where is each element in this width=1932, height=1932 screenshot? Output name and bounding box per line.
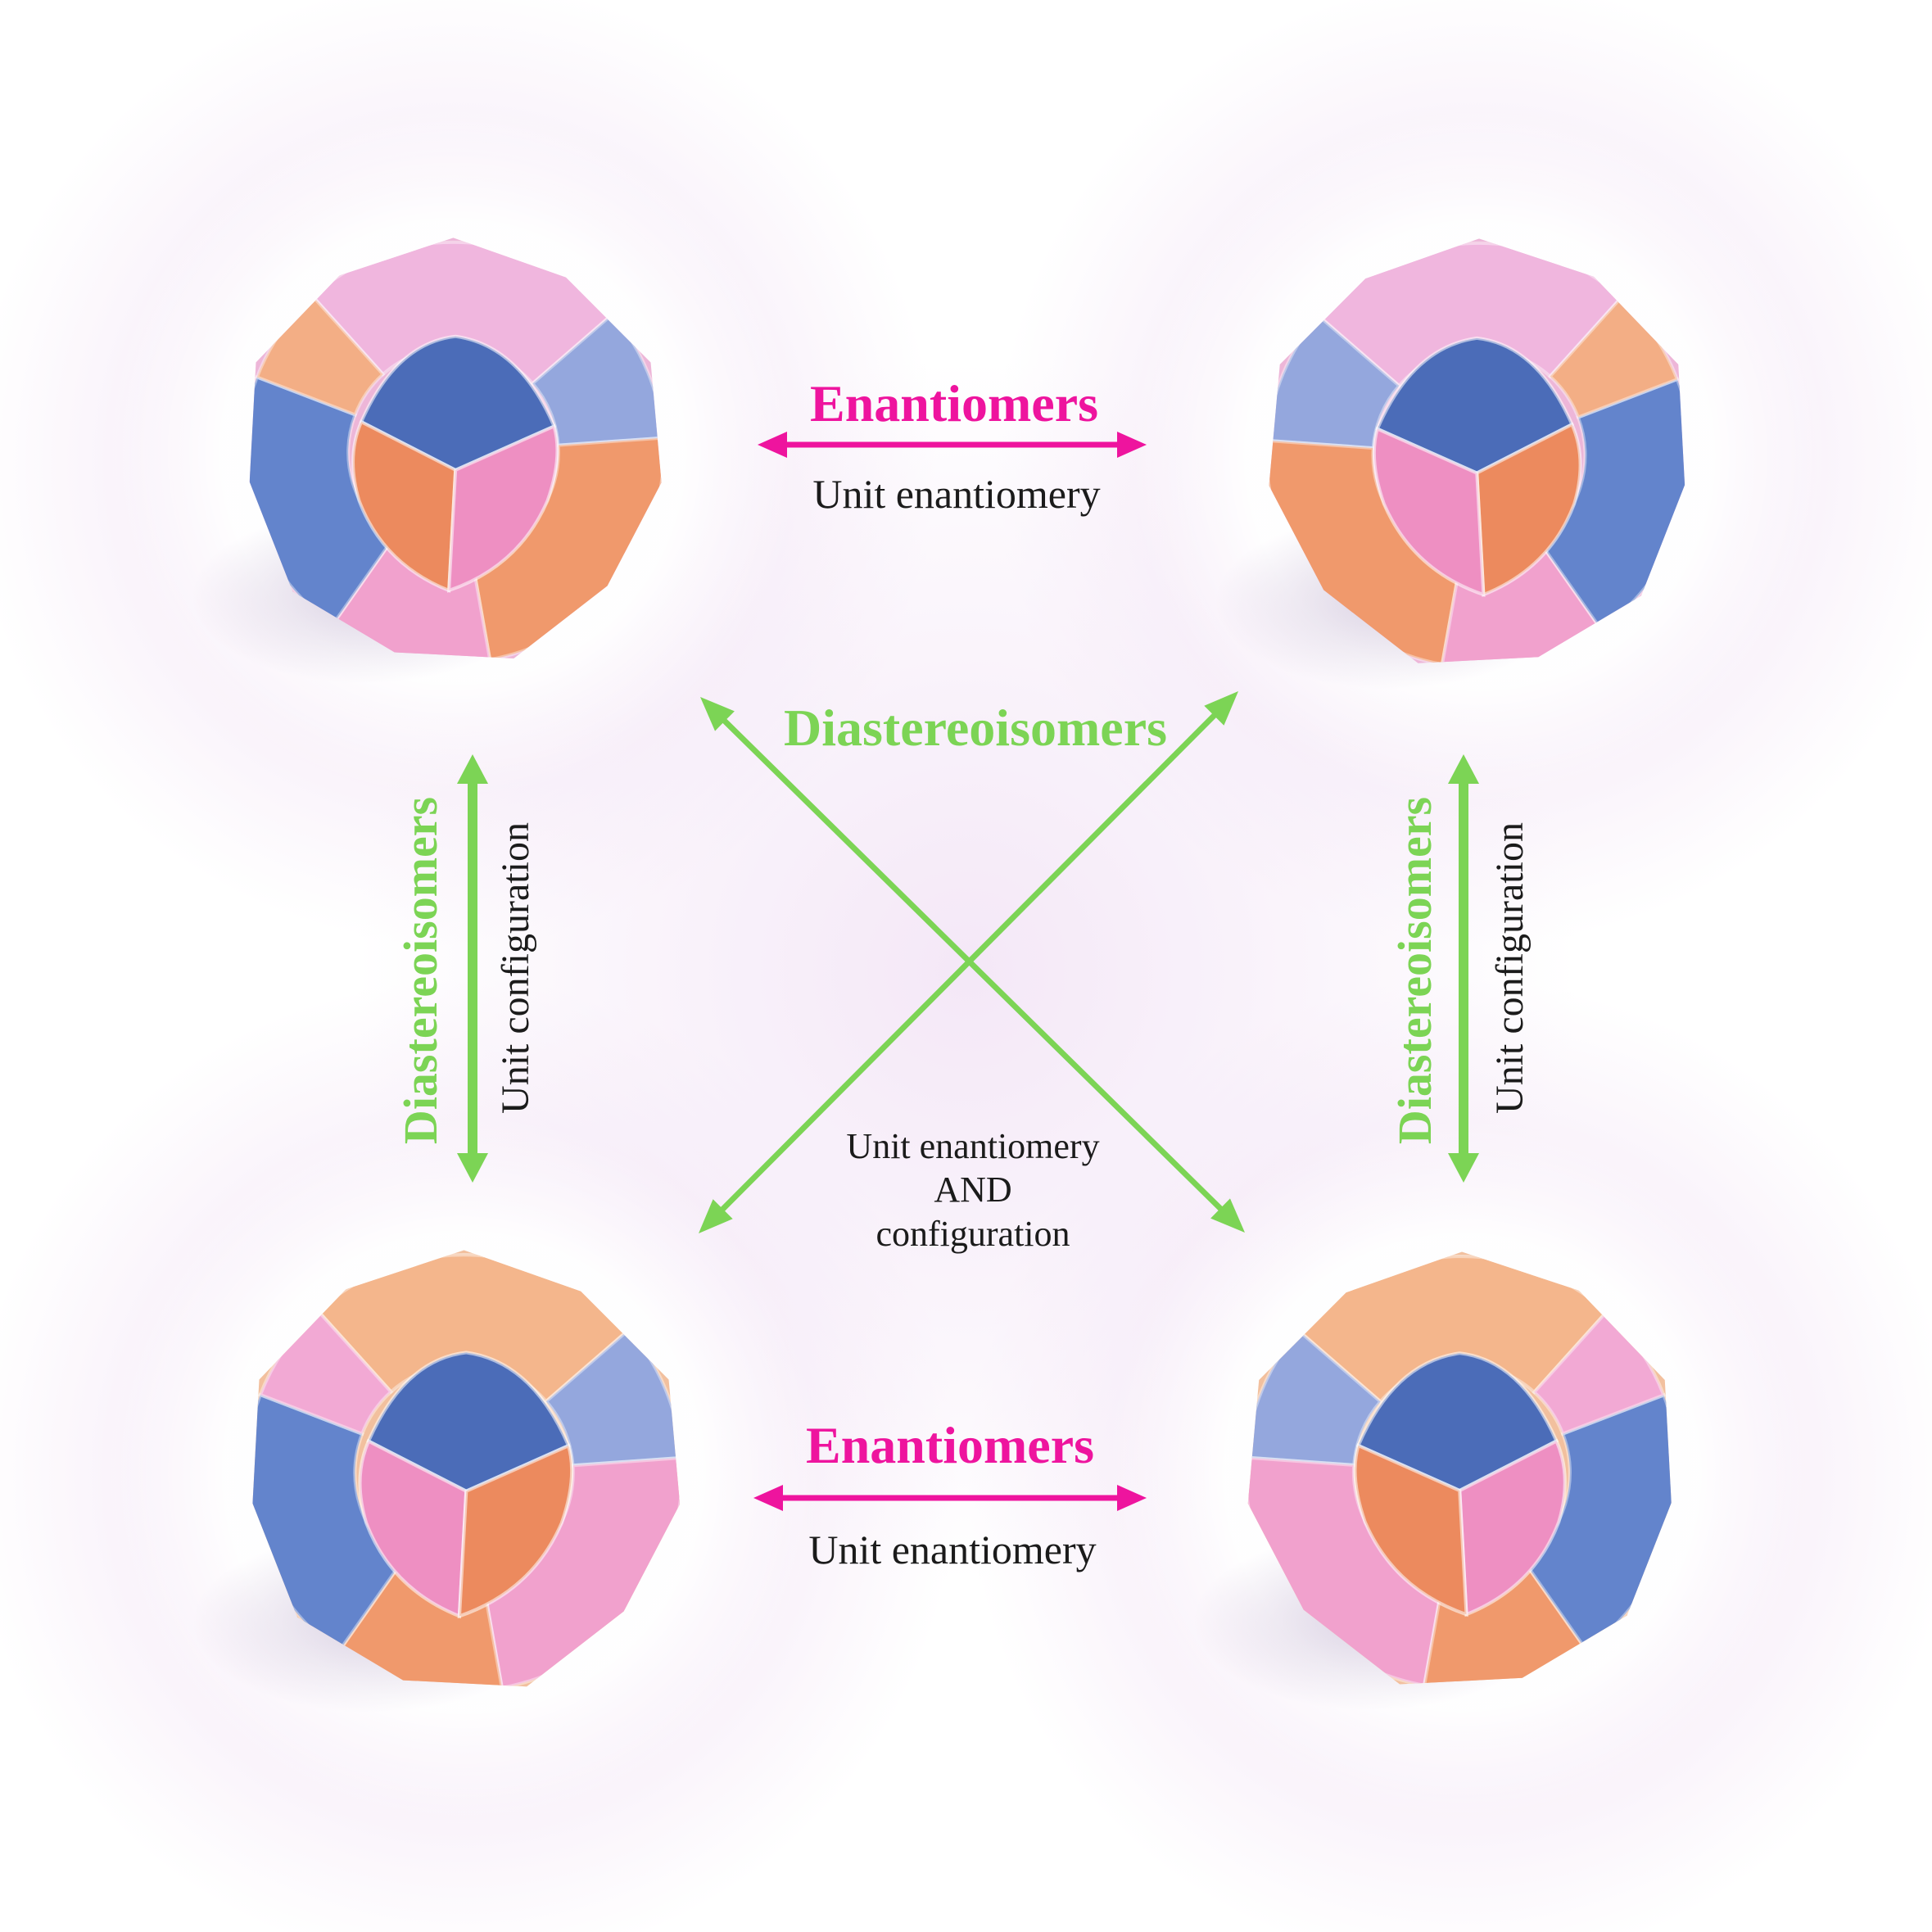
diastereoisomers-center-title: Diastereoisomers xyxy=(784,699,1167,757)
diastereoisomers-right-title: Diastereoisomers xyxy=(1388,796,1441,1145)
unit-configuration-right-label: Unit configuration xyxy=(1488,822,1532,1114)
origami-ball-top-left xyxy=(249,237,662,658)
origami-ball-bottom-right xyxy=(1247,1251,1672,1685)
center-subtitle-line2: AND xyxy=(934,1170,1012,1210)
origami-ball-top-right xyxy=(1269,238,1685,663)
unit-configuration-left-label: Unit configuration xyxy=(494,822,537,1114)
origami-ball-bottom-left xyxy=(251,1250,680,1686)
center-subtitle-line3: configuration xyxy=(876,1214,1070,1254)
center-subtitle-line1: Unit enantiomery xyxy=(846,1126,1100,1166)
diastereoisomers-left-title: Diastereoisomers xyxy=(394,796,447,1145)
enantiomers-top-subtitle: Unit enantiomery xyxy=(812,471,1101,517)
enantiomers-bottom-subtitle: Unit enantiomery xyxy=(808,1527,1097,1572)
enantiomers-top-title: Enantiomers xyxy=(810,374,1098,432)
enantiomers-bottom-title: Enantiomers xyxy=(806,1416,1094,1474)
